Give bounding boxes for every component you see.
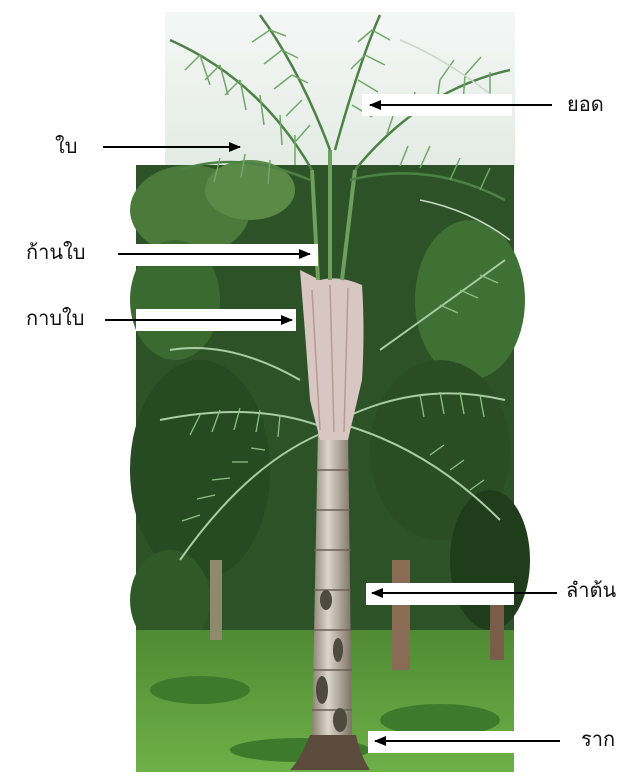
label-shoot: ยอด <box>567 94 604 114</box>
label-root: ราก <box>581 729 615 749</box>
label-petiole: ก้านใบ <box>26 242 85 262</box>
label-leaf: ใบ <box>55 136 77 156</box>
label-trunk: ลำต้น <box>566 580 616 600</box>
label-leaf-sheath: กาบใบ <box>26 308 85 328</box>
